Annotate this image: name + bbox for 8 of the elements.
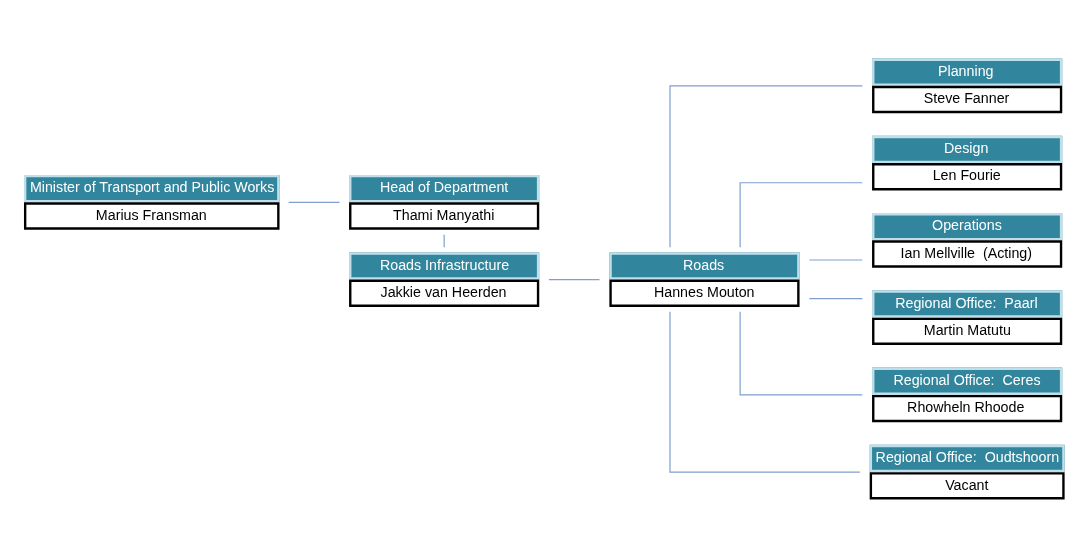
connector xyxy=(808,297,863,299)
connector xyxy=(739,310,863,395)
connector xyxy=(288,201,341,203)
connector xyxy=(669,84,863,248)
connector xyxy=(548,278,601,280)
connector xyxy=(739,181,863,248)
connector xyxy=(669,310,861,473)
connector xyxy=(808,258,863,261)
